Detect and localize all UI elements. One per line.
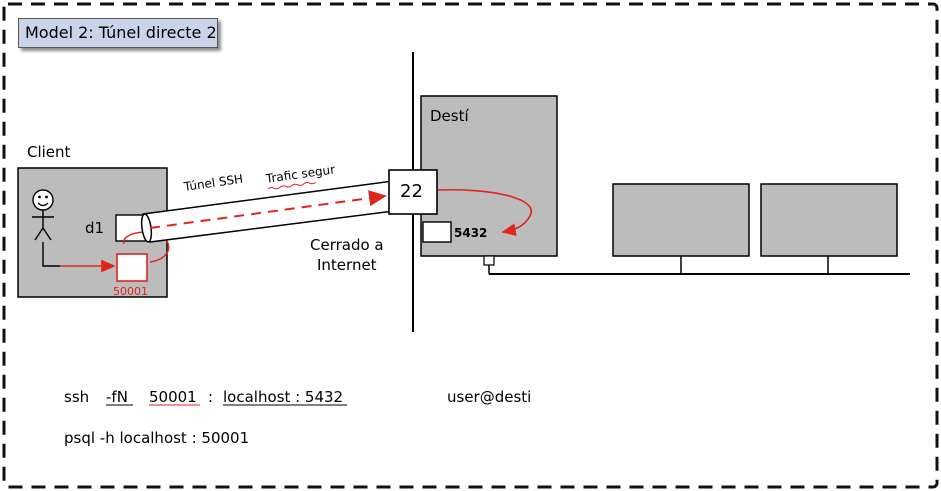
traffic-underline	[267, 181, 316, 190]
desti-label: Destí	[430, 107, 469, 125]
firewall-note-line1: Cerrado a	[310, 236, 384, 254]
server-box-1	[612, 183, 750, 257]
traffic-arrow	[149, 190, 387, 229]
port-22-label: 22	[400, 181, 423, 202]
cmd-user-host: user@desti	[447, 388, 532, 406]
port-50001-box	[116, 253, 148, 282]
client-label: Client	[27, 143, 71, 161]
port-22-box	[388, 169, 438, 215]
port-5432-box	[422, 221, 452, 243]
cmd-separator: :	[208, 388, 214, 406]
cmd-ssh: ssh	[64, 388, 90, 406]
client-port-label: 50001	[113, 285, 148, 298]
diagram-title: Model 2: Túnel directe 2	[18, 18, 218, 48]
cmd-psql: psql -h localhost : 50001	[64, 429, 250, 447]
port-5432-label: 5432	[454, 226, 488, 240]
firewall-note-line2: Internet	[317, 256, 377, 274]
dest-loop-arrow	[437, 188, 533, 237]
cmd-flag: -fN	[106, 388, 128, 406]
network-port	[483, 255, 495, 266]
d1-label: d1	[85, 219, 105, 237]
cmd-target: localhost : 5432	[223, 388, 344, 406]
cmd-local-port: 50001	[149, 388, 197, 406]
server-box-2	[760, 183, 898, 257]
user-connector	[42, 242, 60, 267]
user-icon	[32, 189, 54, 241]
